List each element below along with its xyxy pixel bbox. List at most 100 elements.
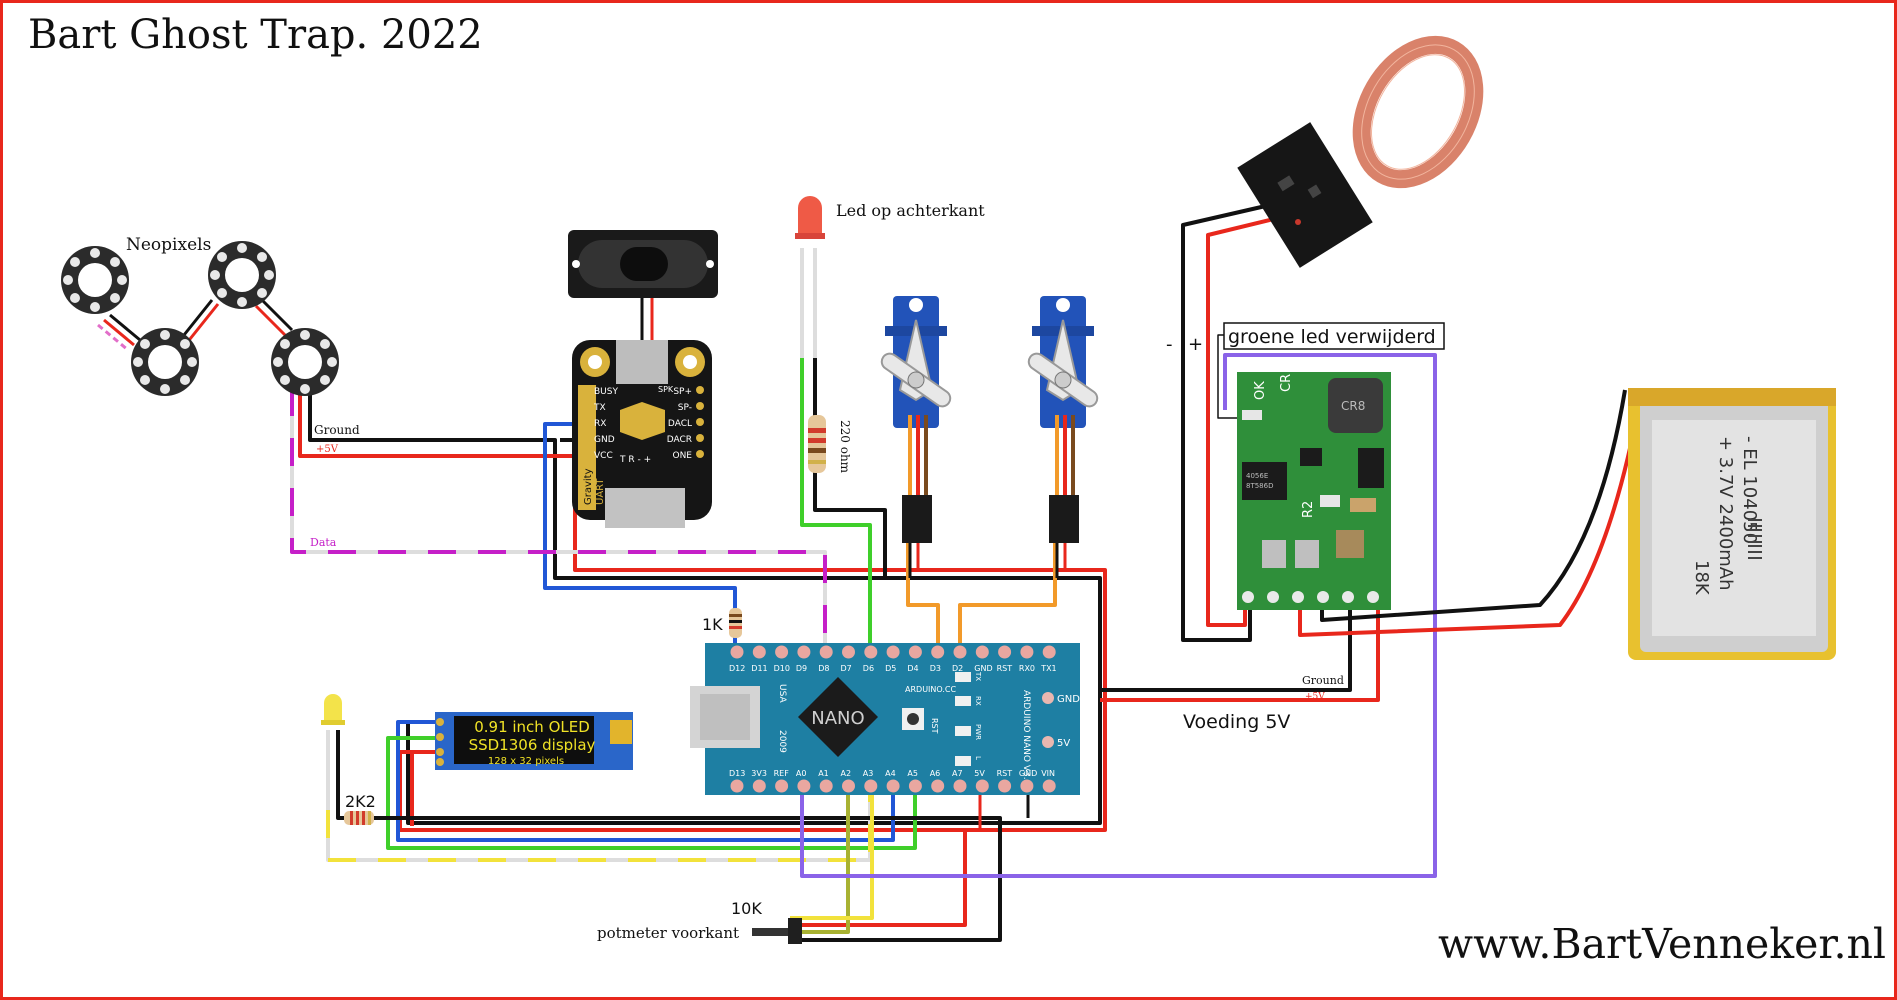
wire-servo2-signal	[958, 540, 1057, 650]
nano-bottom-pin	[975, 779, 989, 793]
wire-oled-green	[386, 736, 917, 850]
nano-l-label: L	[974, 756, 982, 760]
resistor-1k	[729, 592, 742, 650]
wire-battery-black	[1320, 389, 1627, 622]
nano-top-pin-label: RST	[997, 664, 1013, 673]
nano-top-pin-label: D4	[907, 664, 918, 673]
nano-bottom-pin	[842, 779, 855, 793]
charger-module: OK CR R2 4056E 8T586D CR8	[1237, 372, 1391, 610]
oled-line-1: 0.91 inch OLED	[474, 718, 590, 736]
wire-neo-chain-3r	[254, 304, 288, 338]
nano-top-pin	[975, 645, 989, 659]
charger-cr: CR	[1279, 374, 1294, 392]
charger-ic1: 4056E	[1246, 472, 1268, 480]
nano-top-pin	[797, 645, 811, 659]
servo-2	[1027, 296, 1099, 543]
wire-led-black-2	[813, 470, 887, 578]
nano-bottom-pin	[730, 779, 744, 793]
charger-ic2: 8T586D	[1246, 482, 1273, 490]
mp3-left-pin-label: RX	[594, 419, 606, 429]
mp3-left-pin-label: TX	[593, 403, 606, 413]
label-pointer-line	[1217, 334, 1248, 419]
mp3-module: Gravity UART SPK T R - +	[572, 340, 712, 528]
nano-top-pin-label: D2	[952, 664, 963, 673]
wire-pot-olive	[790, 790, 850, 934]
label-led-back: Led op achterkant	[836, 201, 985, 220]
battery-text-3: 18K	[1691, 560, 1712, 596]
wire-neo-gnd	[308, 388, 312, 442]
wire-ground-main	[312, 438, 1102, 825]
label-green-led-removed: groene led verwijderd	[1228, 326, 1436, 348]
servo-1	[880, 296, 952, 543]
label-wire-ground: Ground	[314, 423, 360, 437]
mp3-left-pin	[581, 402, 589, 410]
mp3-left-pin-label: VCC	[594, 451, 613, 461]
nano-tx-label: TX	[974, 671, 982, 681]
mp3-right-pin-label: ONE	[672, 451, 692, 461]
lipo-battery: - EL 104050 + 3.7V 2400mAh 18K	[1628, 388, 1836, 660]
nano-bottom-pin-label: D13	[729, 769, 745, 778]
resistor-220	[808, 415, 826, 473]
nano-chip-label: NANO	[811, 708, 864, 729]
label-green-led-box	[1223, 322, 1445, 350]
mp3-right-pin	[696, 402, 704, 410]
nano-bottom-pin	[886, 779, 900, 793]
arduino-nano: NANO RST ARDUINO.CC ARDUINO NANO V3.0 US…	[690, 643, 1080, 795]
oled-display: 0.91 inch OLED SSD1306 display 128 x 32 …	[435, 712, 633, 770]
nano-top-pin-label: TX1	[1040, 664, 1056, 673]
nano-usa: USA	[777, 684, 787, 703]
nano-bottom-pin-label: A3	[863, 769, 874, 778]
nano-bottom-pin-label: REF	[774, 769, 790, 778]
nano-top-pin-label: D3	[930, 664, 941, 673]
label-wire-5v: +5V	[316, 444, 339, 455]
mp3-left-pin-label: BUSY	[594, 387, 618, 397]
wire-2k2-black	[372, 816, 1002, 942]
battery-text-2: + 3.7V 2400mAh	[1715, 436, 1736, 591]
mp3-right-pin-label: DACL	[668, 419, 692, 429]
wire-data-white	[290, 388, 827, 650]
label-resistor-220: 220 ohm	[838, 420, 852, 474]
nano-top-pin	[842, 645, 855, 659]
nano-year: 2009	[777, 730, 787, 753]
nano-top-pin-label: D11	[751, 664, 767, 673]
mp3-brand: Gravity	[583, 468, 594, 505]
label-neopixels: Neopixels	[126, 235, 211, 255]
nano-bottom-pin-label: A2	[841, 769, 852, 778]
wire-neo-chain-1m	[97, 323, 129, 352]
wire-neo-5v	[298, 388, 312, 458]
nano-top-pin-label: GND	[974, 664, 992, 673]
wire-neo-chain-2	[178, 299, 214, 341]
website-url[interactable]: www.BartVenneker.nl	[1438, 920, 1887, 968]
resistor-2k2	[344, 811, 374, 825]
mp3-brand2: UART	[595, 478, 606, 505]
neopixel-ring-4	[271, 328, 339, 396]
nano-top-pin-label: D10	[774, 664, 790, 673]
label-wire-5v-2: +5V	[1305, 692, 1325, 702]
oled-line-2: SSD1306 display	[469, 736, 596, 754]
wire-coil-black	[1181, 203, 1271, 642]
nano-rst-label: RST	[930, 718, 939, 734]
nano-top-pin	[998, 645, 1012, 659]
nano-top-pin-label: RX0	[1019, 664, 1035, 673]
wireless-coil	[1352, 35, 1484, 189]
nano-rx-label: RX	[974, 696, 982, 706]
led-back	[795, 196, 825, 239]
nano-top-pin	[864, 645, 878, 659]
nano-model: ARDUINO NANO V3.0	[1021, 690, 1031, 786]
nano-top-pin	[819, 645, 833, 659]
battery-text-1: - EL 104050	[1739, 436, 1760, 544]
nano-pwr-label: PWR	[974, 724, 982, 740]
mp3-left-pin	[581, 386, 589, 394]
nano-bottom-pin-label: A1	[818, 769, 829, 778]
nano-bottom-pin-label: GND	[1019, 769, 1037, 778]
neopixel-ring-1	[61, 246, 129, 314]
nano-top-pin	[908, 645, 922, 659]
nano-bottom-pin	[1042, 779, 1056, 793]
label-wire-ground-2: Ground	[1302, 674, 1344, 687]
mp3-right-pin-label: SP+	[673, 387, 692, 397]
nano-bottom-pin-label: A5	[907, 769, 918, 778]
label-voeding: Voeding 5V	[1183, 711, 1290, 733]
